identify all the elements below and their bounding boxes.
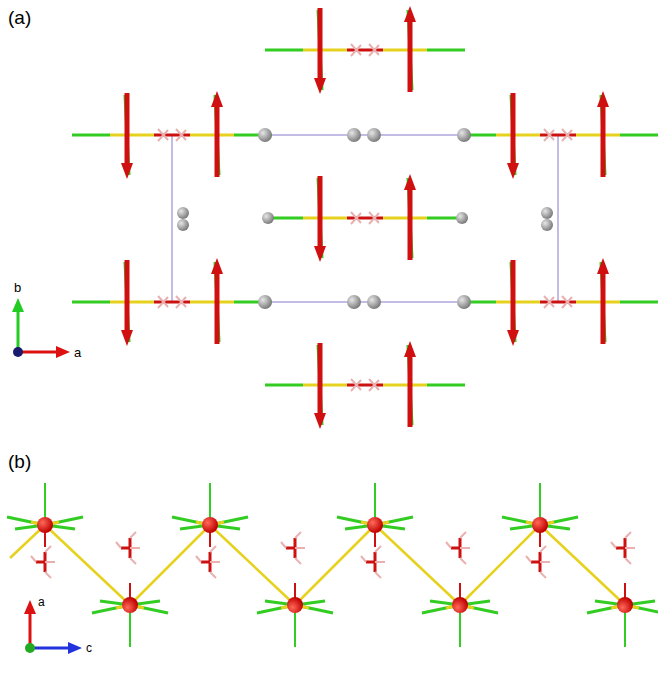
axis-label: a <box>74 346 81 359</box>
panel-label: (a) <box>8 8 31 27</box>
axis-label: b <box>14 281 21 294</box>
axis-label: c <box>86 642 92 654</box>
panel-label: (b) <box>8 452 31 471</box>
axis-label: a <box>38 596 45 608</box>
